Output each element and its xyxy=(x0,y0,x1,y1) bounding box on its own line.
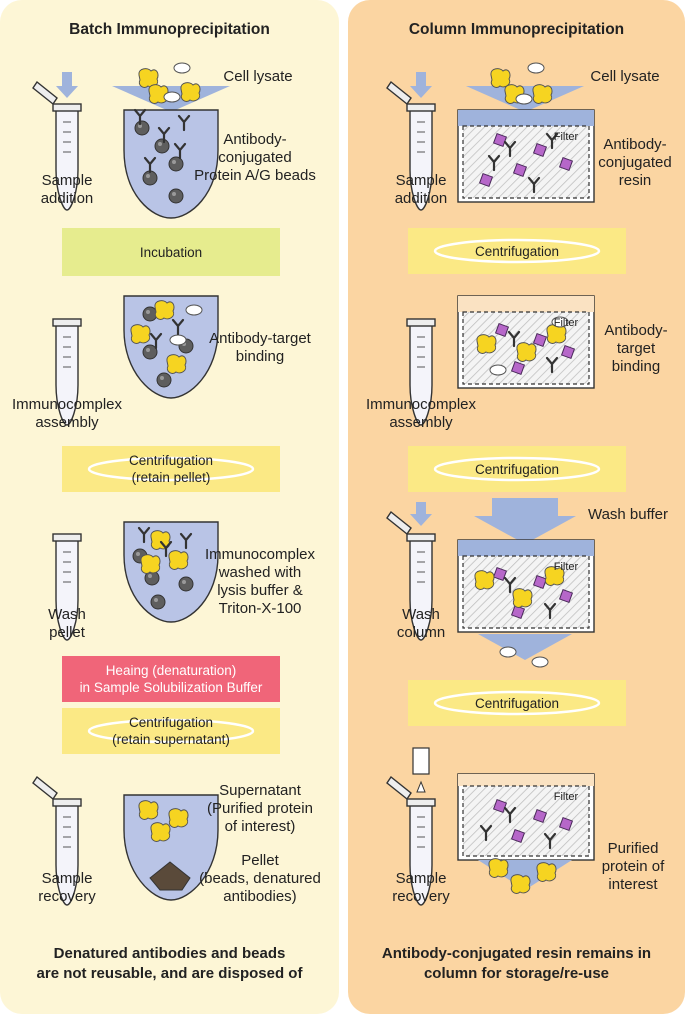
column-centrifuge-bar-3: Centrifugation xyxy=(408,680,626,726)
batch-pellet-label: Pellet (beads, denatured antibodies) xyxy=(199,852,321,905)
column-centrifuge-label-2: Centrifugation xyxy=(474,461,560,477)
column-footer: Antibody-conjugated resin remains in col… xyxy=(381,945,652,982)
batch-beads-label: Antibody- conjugated Protein A/G beads xyxy=(194,131,316,184)
column-title: Column Immunoprecipitation xyxy=(408,21,625,38)
column-binding-label: Antibody- target binding xyxy=(604,322,668,375)
batch-wash-pellet-label: Wash pellet xyxy=(48,606,86,641)
batch-washed-label: Immunocomplex washed with lysis buffer &… xyxy=(204,546,316,617)
column-cell-lysate-label: Cell lysate xyxy=(590,68,660,85)
batch-assembly-label: Immunocomplex assembly xyxy=(11,396,123,431)
wash-buffer-label: Wash buffer xyxy=(587,506,669,523)
batch-binding-label: Antibody-target binding xyxy=(209,330,311,365)
incubation-bar: Incubation xyxy=(62,228,280,276)
centrifuge-supernatant-bar: Centrifugation (retain supernatant) xyxy=(62,708,280,754)
column-resin-label: Antibody- conjugated resin xyxy=(598,136,672,189)
column-centrifuge-bar-1: Centrifugation xyxy=(408,228,626,274)
column-sample-addition-label: Sample addition xyxy=(394,172,448,207)
column-purified-label: Purified protein of interest xyxy=(601,840,665,893)
filter-label-2: Filter xyxy=(553,317,579,329)
column-centrifuge-label-1: Centrifugation xyxy=(474,243,560,259)
centrifuge-supernatant-label: Centrifugation (retain supernatant) xyxy=(112,715,230,747)
batch-footer: Denatured antibodies and beads are not r… xyxy=(36,945,303,982)
batch-supernatant-label: Supernatant (Purified protein of interes… xyxy=(207,782,313,835)
filter-label-4: Filter xyxy=(553,791,579,803)
wash-column-label: Wash column xyxy=(396,606,446,641)
batch-sample-addition-label: Sample addition xyxy=(40,172,94,207)
centrifuge-pellet-label: Centrifugation (retain pellet) xyxy=(128,453,214,485)
column-centrifuge-bar-2: Centrifugation xyxy=(408,446,626,492)
batch-title: Batch Immunoprecipitation xyxy=(69,21,270,38)
filter-label-1: Filter xyxy=(553,131,579,143)
batch-cell-lysate-label: Cell lysate xyxy=(223,68,293,85)
heating-label: Heaing (denaturation) in Sample Solubili… xyxy=(79,663,263,695)
incubation-label: Incubation xyxy=(139,244,203,260)
column-assembly-label: Immunocomplex assembly xyxy=(365,396,477,431)
heating-bar: Heaing (denaturation) in Sample Solubili… xyxy=(62,656,280,702)
centrifuge-pellet-bar: Centrifugation (retain pellet) xyxy=(62,446,280,492)
batch-recovery-label: Sample recovery xyxy=(38,870,96,905)
column-centrifuge-label-3: Centrifugation xyxy=(474,695,560,711)
column-recovery-label: Sample recovery xyxy=(392,870,450,905)
filter-label-3: Filter xyxy=(553,561,579,573)
